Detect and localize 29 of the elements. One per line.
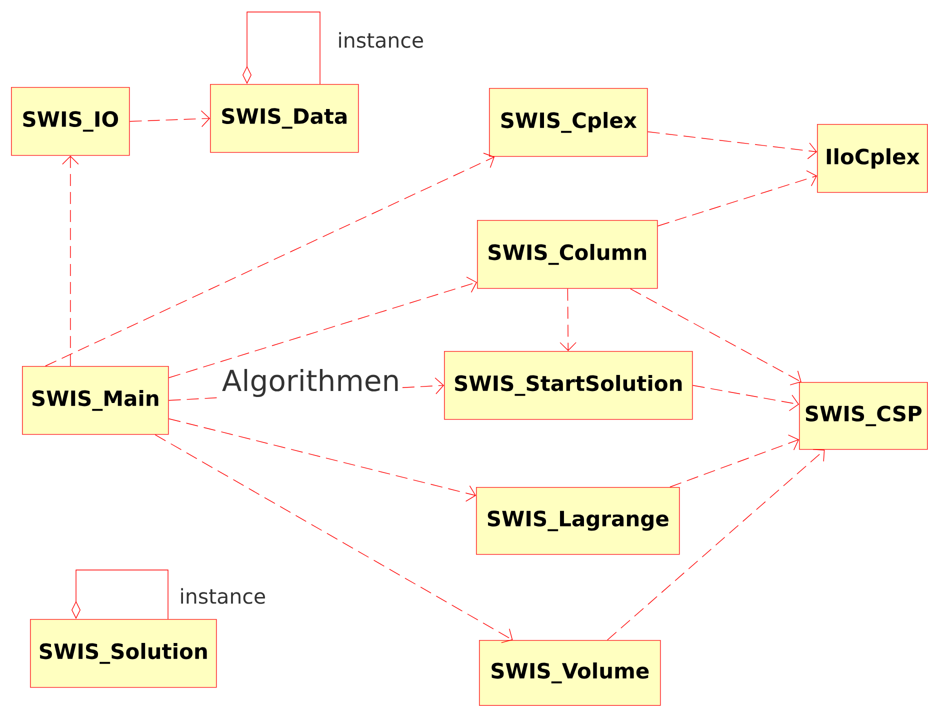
class-box: SWIS_Volume <box>479 640 661 706</box>
dependency-arrow <box>168 418 476 502</box>
dependency-arrow <box>560 288 576 351</box>
edge-label: instance <box>336 31 426 49</box>
aggregation-line <box>242 12 320 84</box>
class-box: SWIS_IO <box>11 87 130 156</box>
dependency-arrow <box>630 288 802 386</box>
class-box: SWIS_StartSolution <box>444 351 693 420</box>
edge-label: instance <box>178 587 268 605</box>
class-box: SWIS_Solution <box>30 619 217 688</box>
dependency-arrow <box>45 152 495 366</box>
aggregation-line <box>72 570 168 620</box>
class-box: IloCplex <box>817 124 928 193</box>
dependency-arrow <box>154 434 513 644</box>
dependency-arrow <box>692 385 799 412</box>
class-box: SWIS_Cplex <box>489 88 648 157</box>
dependency-arrow <box>607 449 825 640</box>
dependency-arrow <box>129 110 210 128</box>
dependency-arrow <box>670 434 799 488</box>
dependency-arrow <box>62 156 79 366</box>
class-box: SWIS_Lagrange <box>476 487 680 555</box>
class-box: SWIS_CSP <box>799 382 928 450</box>
class-box: SWIS_Main <box>22 366 169 435</box>
dependency-arrow <box>657 170 817 226</box>
dependency-arrow <box>647 131 817 160</box>
edge-label: Algorithmen <box>220 368 402 398</box>
class-box: SWIS_Data <box>210 84 359 153</box>
dependency-arrow <box>168 276 477 378</box>
class-box: SWIS_Column <box>477 220 658 289</box>
